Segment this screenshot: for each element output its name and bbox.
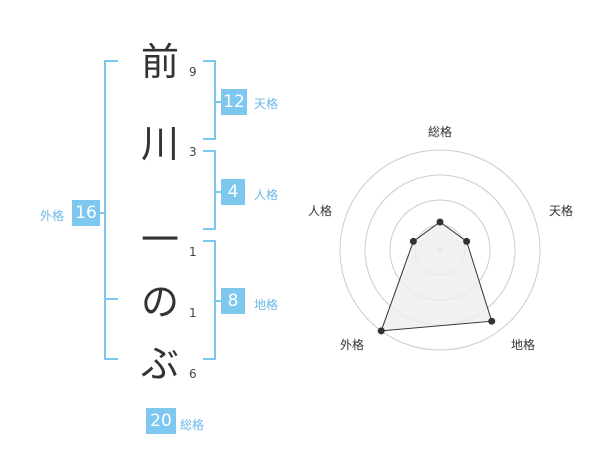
radar-chart [339, 149, 541, 351]
stroke-count-2: 3 [189, 145, 197, 159]
stroke-count-4: 1 [189, 306, 197, 320]
name-char-3: 一 [140, 218, 179, 262]
name-char-5: ぶ [140, 342, 179, 386]
radar-label-jinkaku: 人格 [308, 204, 333, 218]
radar-label-soukaku: 総格 [428, 125, 453, 139]
radar-point-3 [488, 317, 496, 325]
radar-point-4 [377, 327, 385, 335]
tenkaku-value: 12 [221, 89, 247, 115]
tenkaku-bracket [203, 60, 216, 140]
radar-label-chikaku: 地格 [511, 338, 536, 352]
stroke-count-5: 6 [189, 367, 197, 381]
name-char-4: の [140, 280, 179, 324]
radar-ring [339, 149, 541, 351]
radar-point-1 [436, 218, 444, 226]
radar-point-2 [463, 237, 471, 245]
radar-point-5 [409, 237, 417, 245]
tenkaku-bracket-connector [215, 101, 221, 103]
jinkaku-bracket-connector [215, 191, 221, 193]
tenkaku-label: 天格 [254, 97, 279, 111]
radar-polygon [380, 221, 493, 332]
soukaku-value: 20 [146, 408, 176, 434]
jinkaku-value: 4 [221, 179, 245, 205]
name-char-2: 川 [140, 122, 179, 166]
name-char-1: 前 [140, 40, 179, 84]
radar-label-gaikaku: 外格 [340, 338, 365, 352]
chikaku-label: 地格 [254, 298, 279, 312]
radar-label-tenkaku: 天格 [549, 204, 574, 218]
gaikaku-label: 外格 [40, 209, 65, 223]
gaikaku-bracket-divider [104, 298, 118, 300]
soukaku-label: 総格 [180, 418, 205, 432]
gaikaku-bracket [104, 60, 118, 360]
stroke-count-3: 1 [189, 245, 197, 259]
jinkaku-label: 人格 [254, 188, 279, 202]
stroke-count-1: 9 [189, 65, 197, 79]
chikaku-bracket-connector [215, 300, 221, 302]
chikaku-value: 8 [221, 288, 245, 314]
gaikaku-value: 16 [72, 200, 100, 226]
jinkaku-bracket [203, 150, 216, 230]
